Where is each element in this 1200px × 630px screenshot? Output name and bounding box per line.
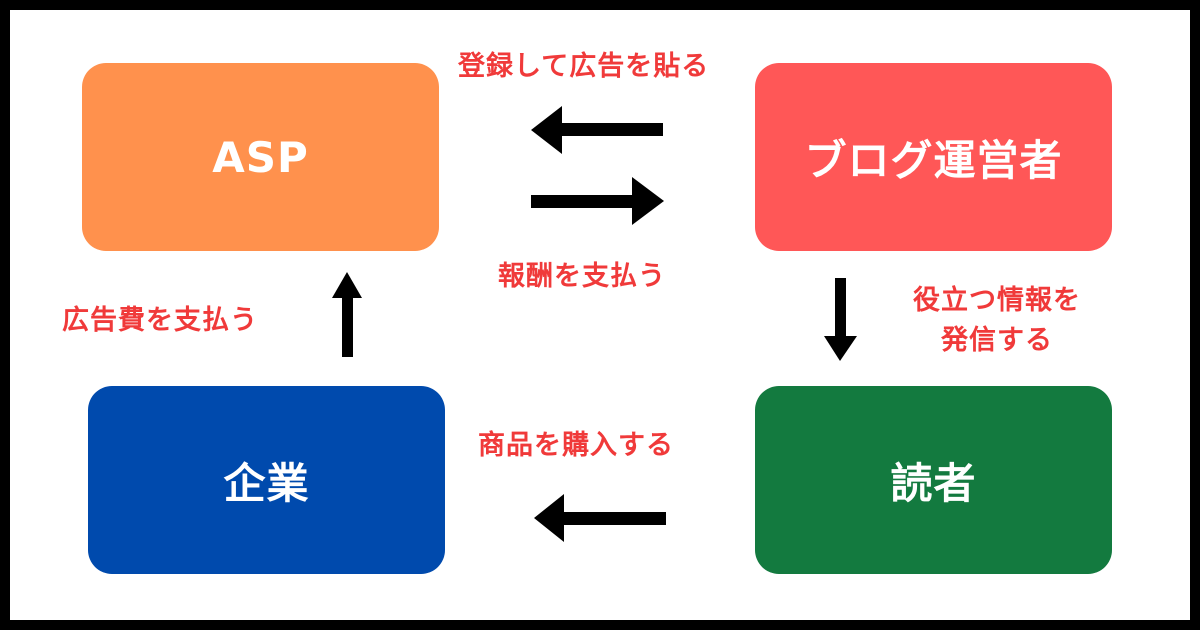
- blogger-label: ブログ運営者: [804, 135, 1063, 185]
- company-box: 企業: [88, 386, 445, 574]
- blogger-to-reader-label: 役立つ情報を 発信する: [882, 281, 1112, 361]
- reader-label: 読者: [890, 458, 977, 508]
- arrow-blogger-to-asp: [531, 106, 663, 154]
- blogger-box: ブログ運営者: [755, 63, 1112, 251]
- arrow-company-to-asp: [332, 272, 362, 357]
- blogger-to-reader-line2: 発信する: [941, 325, 1053, 356]
- company-label: 企業: [223, 458, 310, 508]
- company-to-asp-label: 広告費を支払う: [62, 305, 258, 336]
- reader-to-company-label: 商品を購入する: [478, 430, 674, 461]
- blogger-to-reader-line1: 役立つ情報を: [913, 285, 1081, 316]
- arrow-blogger-to-reader: [824, 278, 857, 361]
- arrow-reader-to-company: [534, 494, 666, 542]
- asp-to-blogger-label: 報酬を支払う: [498, 261, 666, 292]
- asp-box: ASP: [82, 63, 439, 251]
- arrow-asp-to-blogger: [531, 177, 664, 225]
- blogger-to-asp-label: 登録して広告を貼る: [458, 51, 710, 82]
- asp-label: ASP: [212, 132, 309, 182]
- reader-box: 読者: [755, 386, 1112, 574]
